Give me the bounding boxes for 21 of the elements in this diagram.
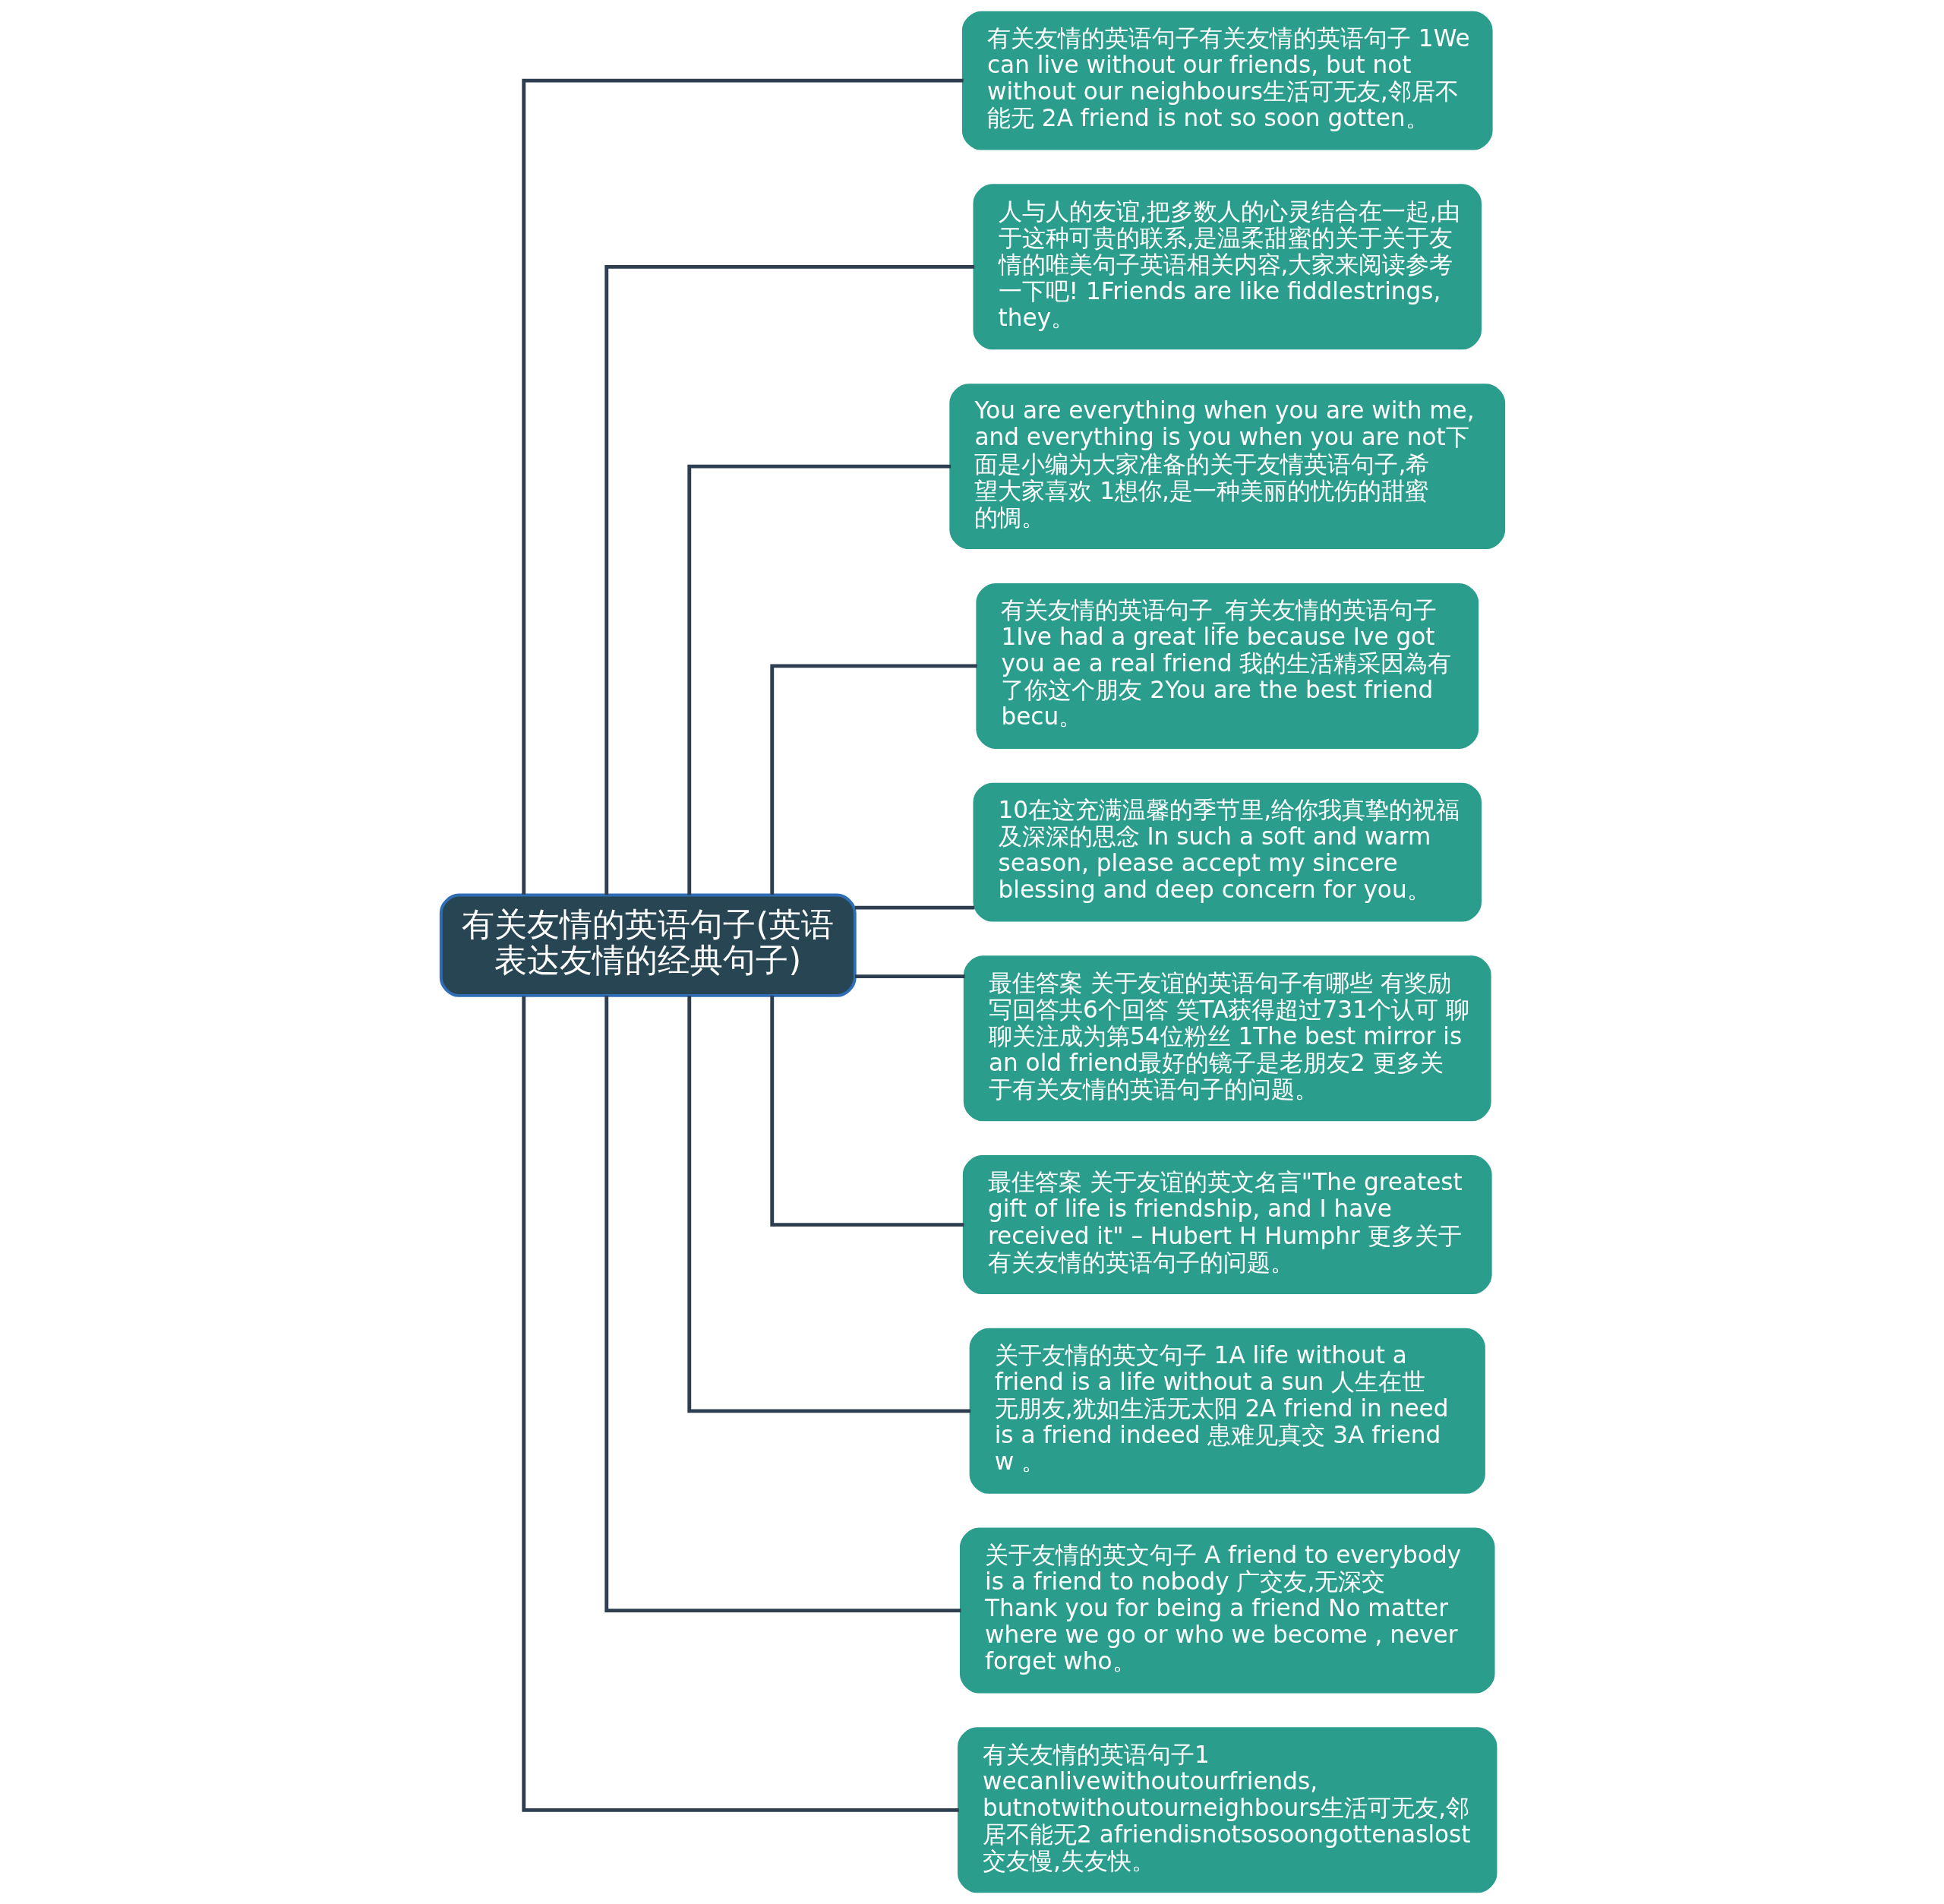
node-box: 关于友情的英文句子 A friend to everybody is a friend to nobody 广交友,无深交 Thank you for being a friend No matter where we go or who we become , never forget who。	[959, 1527, 1495, 1694]
connector	[769, 996, 964, 1227]
node-box: 最佳答案 关于友谊的英语句子有哪些 有奖励写回答共6个回答 笑TA获得超过731个认可 聊聊关注成为第54位粉丝 1The best mirror is an old friend最好的镜子是老朋友2 更多关于有关友情的英语句子的问题。	[963, 955, 1491, 1122]
connector	[521, 996, 959, 1812]
node-box: You are everything when you are with me, and everything is you when you are not下面是小编为大家准备的关于友情英语句子,希望大家喜欢 1想你,是一种美丽的忧伤的甜蜜的惆。	[948, 384, 1505, 550]
connector	[521, 78, 964, 895]
connector	[769, 664, 977, 895]
connector	[854, 905, 974, 910]
node-box: 10在这充满温馨的季节里,给你我真挚的祝福及深深的思念 In such a soft and warm season, please accept my sincere blessing and deep concern for you。	[972, 782, 1482, 922]
node-box: 关于友情的英文句子 1A life without a friend is a life without a sun 人生在世无朋友,犹如生活无太阳 2A friend in need is a friend indeed 患难见真交 3A friend w 。	[969, 1328, 1485, 1494]
node-box: 有关友情的英语句子有关友情的英语句子 1We can live without our friends, but not without our neighbours生活可无友,邻居不能无 2A friend is not so soon gotten。	[961, 11, 1493, 150]
node-box: 有关友情的英语句子1 wecanlivewithoutourfriends, butnotwithoutourneighbours生活可无友,邻居不能无2 afriendisnotsosoongottenaslost 交友慢,失友快。	[957, 1727, 1497, 1893]
connector	[604, 996, 961, 1613]
connector	[686, 464, 951, 895]
connector	[686, 995, 970, 1413]
node-box: 有关友情的英语句子_有关友情的英语句子 1Ive had a great life because Ive got you ae a real friend 我的生活精采因為有了你这个朋友 2You are the best friend becu。	[975, 583, 1479, 749]
node-box: 人与人的友谊,把多数人的心灵结合在一起,由于这种可贵的联系,是温柔甜蜜的关于关于友情的唯美句子英语相关内容,大家来阅读参考一下吧! 1Friends are like fiddlestrings, they。	[972, 184, 1482, 350]
connector	[604, 264, 974, 895]
connector	[854, 974, 965, 979]
node-box: 最佳答案 关于友谊的英文名言"The greatest gift of life is friendship, and I have received it" – Hubert H Humphr 更多关于有关友情的英语句子的问题。	[962, 1155, 1492, 1295]
node-box: 有关友情的英语句子(英语表达友情的经典句子)	[439, 893, 857, 997]
